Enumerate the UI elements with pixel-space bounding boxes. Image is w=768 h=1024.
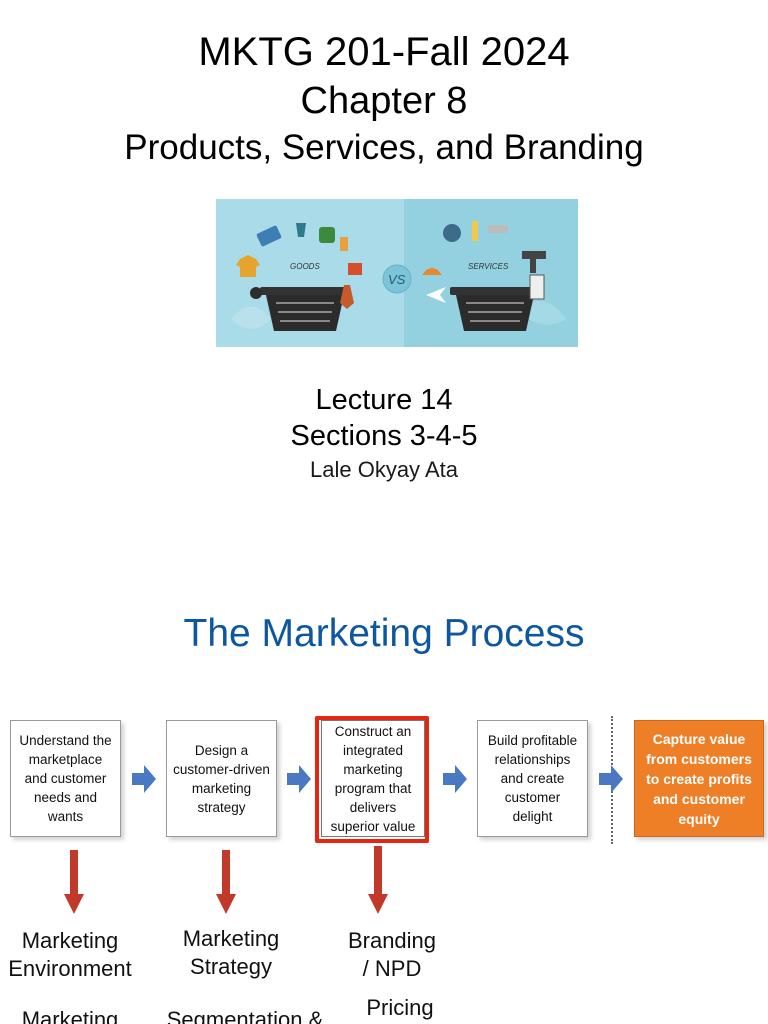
label-marketing-row2: Marketing	[21, 1007, 119, 1024]
arrow-right-icon	[287, 765, 311, 793]
building-icon	[529, 274, 545, 300]
paint-roller-icon	[488, 225, 508, 233]
basket-icon	[450, 287, 540, 331]
arrow-down-icon	[368, 846, 388, 914]
gift-icon	[348, 263, 362, 275]
label-line: Strategy	[190, 954, 272, 979]
perfume-icon	[296, 223, 306, 237]
shirt-icon	[236, 255, 260, 277]
lecture-sections: Sections 3-4-5	[290, 420, 478, 452]
process-title: The Marketing Process	[183, 612, 585, 655]
instructor-name: Lale Okyay Ata	[310, 457, 458, 482]
label-line: Marketing	[182, 926, 280, 951]
topic-title: Products, Services, and Branding	[124, 128, 644, 167]
laptop-icon	[256, 225, 282, 247]
step-construct-program: Construct an integrated marketing progra…	[321, 720, 425, 837]
chapter-title: Chapter 8	[300, 80, 468, 122]
phone-icon	[340, 237, 348, 251]
label-line: / NPD	[362, 956, 422, 981]
step-build-relationships: Build profitable relationships and creat…	[477, 720, 588, 837]
goods-vs-services-illustration: GOODS VS SERVICES	[216, 199, 578, 347]
cloche-icon	[422, 268, 442, 275]
label-segmentation: Segmentation &	[166, 1007, 324, 1024]
goods-label: GOODS	[290, 262, 320, 271]
course-title: MKTG 201-Fall 2024	[198, 30, 570, 74]
arrow-right-icon	[132, 765, 156, 793]
label-marketing-strategy: Marketing Strategy	[160, 925, 302, 981]
lecture-number: Lecture 14	[315, 384, 453, 416]
step-design-strategy: Design a customer-driven marketing strat…	[166, 720, 277, 837]
paintbrush-icon	[472, 221, 478, 241]
step-capture-value: Capture value from customers to create p…	[634, 720, 764, 837]
tie-icon	[340, 285, 354, 309]
label-line: Marketing	[21, 928, 119, 953]
arrow-right-icon	[599, 765, 623, 793]
label-branding-npd: Branding / NPD	[322, 927, 462, 983]
label-marketing-environment: Marketing Environment	[0, 927, 140, 983]
airplane-icon	[426, 287, 446, 303]
services-label: SERVICES	[468, 262, 509, 271]
label-line: Environment	[8, 956, 132, 981]
mechanic-icon	[443, 224, 461, 242]
bag-icon	[319, 227, 335, 243]
vs-label: VS	[388, 272, 406, 287]
arrow-down-icon	[216, 850, 236, 914]
drill-icon	[522, 251, 546, 273]
arrow-right-icon	[443, 765, 467, 793]
label-line: Branding	[347, 928, 437, 953]
camera-icon	[250, 287, 262, 299]
basket-icon	[260, 287, 350, 331]
arrow-down-icon	[64, 850, 84, 914]
step-understand-marketplace: Understand the marketplace and customer …	[10, 720, 121, 837]
label-pricing: Pricing	[366, 995, 434, 1020]
highlight-box	[315, 716, 429, 843]
illustration-art: GOODS VS SERVICES	[231, 221, 566, 331]
